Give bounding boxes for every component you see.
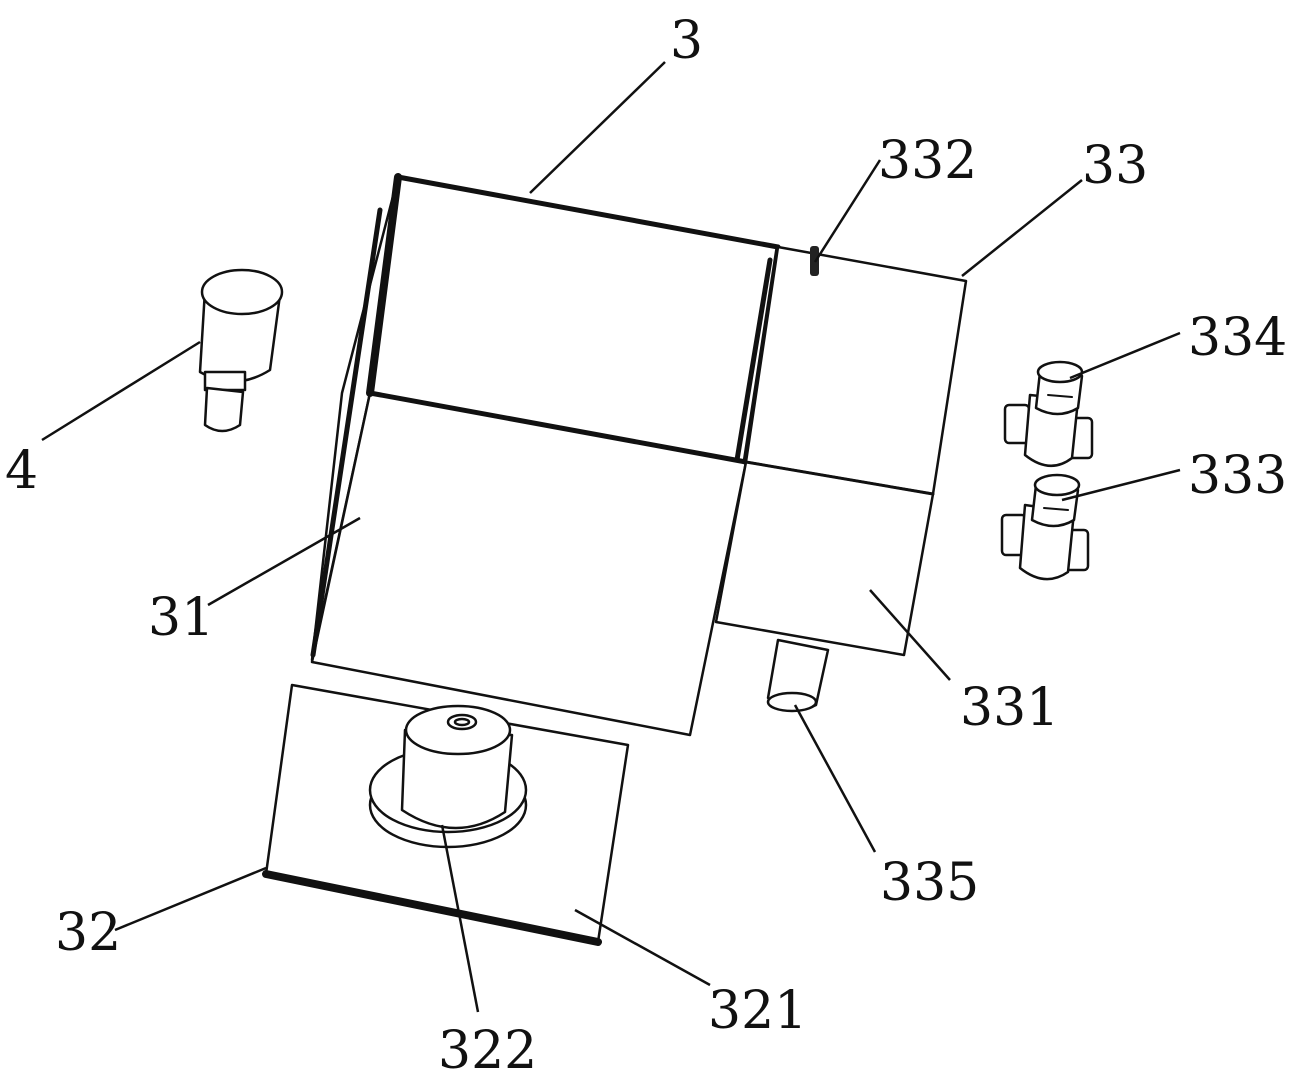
base-plate-32 — [262, 683, 630, 946]
leader-335 — [793, 704, 877, 853]
label-4: 4 — [5, 441, 38, 501]
side-module-33 — [714, 245, 968, 657]
label-321: 321 — [708, 981, 807, 1041]
leader-31 — [207, 516, 361, 607]
leader-4 — [41, 340, 201, 442]
leader-322 — [440, 824, 480, 1013]
labels: 3 332 33 334 333 4 31 331 335 32 321 322 — [5, 11, 1287, 1075]
leader-32 — [114, 866, 267, 932]
label-3: 3 — [670, 11, 703, 71]
label-32: 32 — [55, 903, 121, 963]
cylinder-335 — [766, 638, 830, 713]
label-33: 33 — [1082, 136, 1148, 196]
leader-33 — [961, 179, 1083, 277]
label-331: 331 — [960, 678, 1059, 738]
leader-lines — [41, 61, 1181, 1013]
label-334: 334 — [1188, 308, 1287, 368]
label-31: 31 — [148, 588, 214, 648]
leader-331 — [869, 589, 951, 681]
part-333 — [1000, 473, 1090, 581]
part-334 — [1003, 360, 1094, 467]
label-332: 332 — [878, 131, 977, 191]
leader-334 — [1069, 331, 1181, 380]
leader-321 — [574, 908, 711, 987]
leader-332 — [813, 159, 882, 263]
label-335: 335 — [880, 853, 979, 913]
leader-333 — [1061, 468, 1181, 502]
leader-3 — [529, 61, 666, 194]
part-4 — [198, 268, 284, 433]
label-333: 333 — [1188, 446, 1287, 506]
main-body-31 — [310, 173, 781, 737]
label-322: 322 — [438, 1021, 537, 1075]
boss-322 — [368, 704, 528, 849]
